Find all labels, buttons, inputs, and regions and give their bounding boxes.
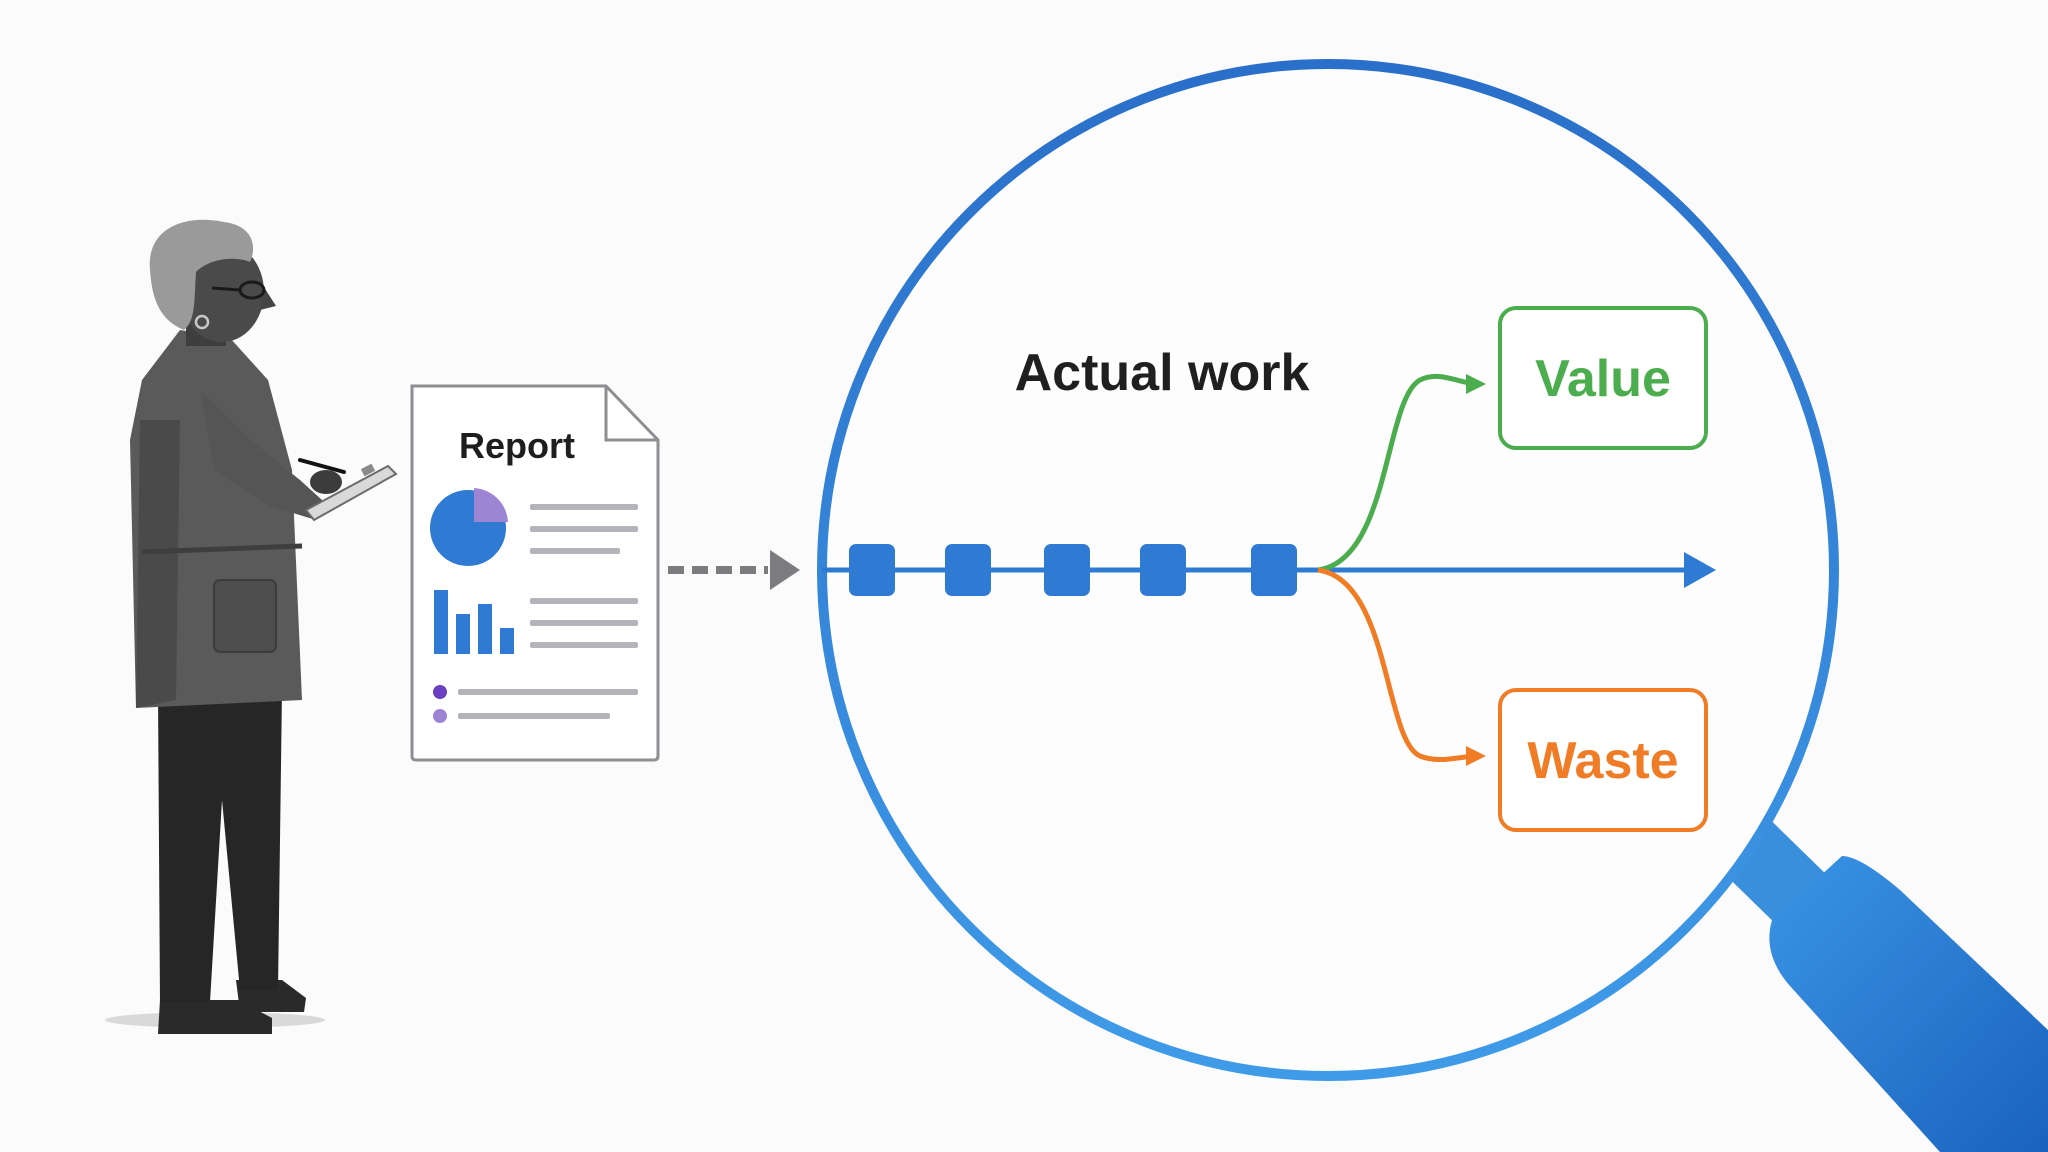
waste-outcome-box: Waste <box>1498 688 1708 832</box>
process-flow <box>822 544 1716 596</box>
actual-work-title: Actual work <box>1015 344 1310 402</box>
waste-branch-arrow <box>1317 567 1486 767</box>
dashed-connector-arrow <box>668 550 800 590</box>
report-paper <box>410 384 660 762</box>
report-fold <box>604 386 658 442</box>
value-outcome-box: Value <box>1498 306 1708 450</box>
bar-chart-icon <box>434 590 514 654</box>
report-document: Report <box>410 384 660 762</box>
report-text-lines-middle <box>530 598 638 648</box>
report-text-lines-top <box>530 504 638 554</box>
bullet-dot <box>433 685 447 699</box>
earring <box>194 314 210 330</box>
person-with-clipboard <box>105 219 398 1034</box>
process-step <box>849 544 895 596</box>
report-text-lines-bottom <box>458 689 638 719</box>
pie-chart-icon <box>430 488 508 566</box>
magnifying-glass: Actual work Value Waste <box>817 59 2048 1152</box>
jacket-shade <box>136 420 180 708</box>
hand <box>310 470 342 494</box>
glasses-icon <box>211 280 266 300</box>
trousers <box>158 690 282 1002</box>
arm <box>200 390 322 520</box>
pen <box>298 458 346 474</box>
waste-label: Waste <box>1527 732 1678 790</box>
bullet-dot <box>433 709 447 723</box>
process-step <box>1044 544 1090 596</box>
value-branch-arrow <box>1317 373 1486 573</box>
process-step <box>1251 544 1297 596</box>
report-title: Report <box>459 425 575 466</box>
process-step <box>945 544 991 596</box>
hair <box>149 219 254 330</box>
jacket-pocket <box>213 579 277 653</box>
jacket-belt <box>141 543 303 555</box>
process-step <box>1140 544 1186 596</box>
clipboard-icon <box>304 463 398 522</box>
value-label: Value <box>1535 350 1671 408</box>
process-arrowhead <box>1684 552 1716 588</box>
